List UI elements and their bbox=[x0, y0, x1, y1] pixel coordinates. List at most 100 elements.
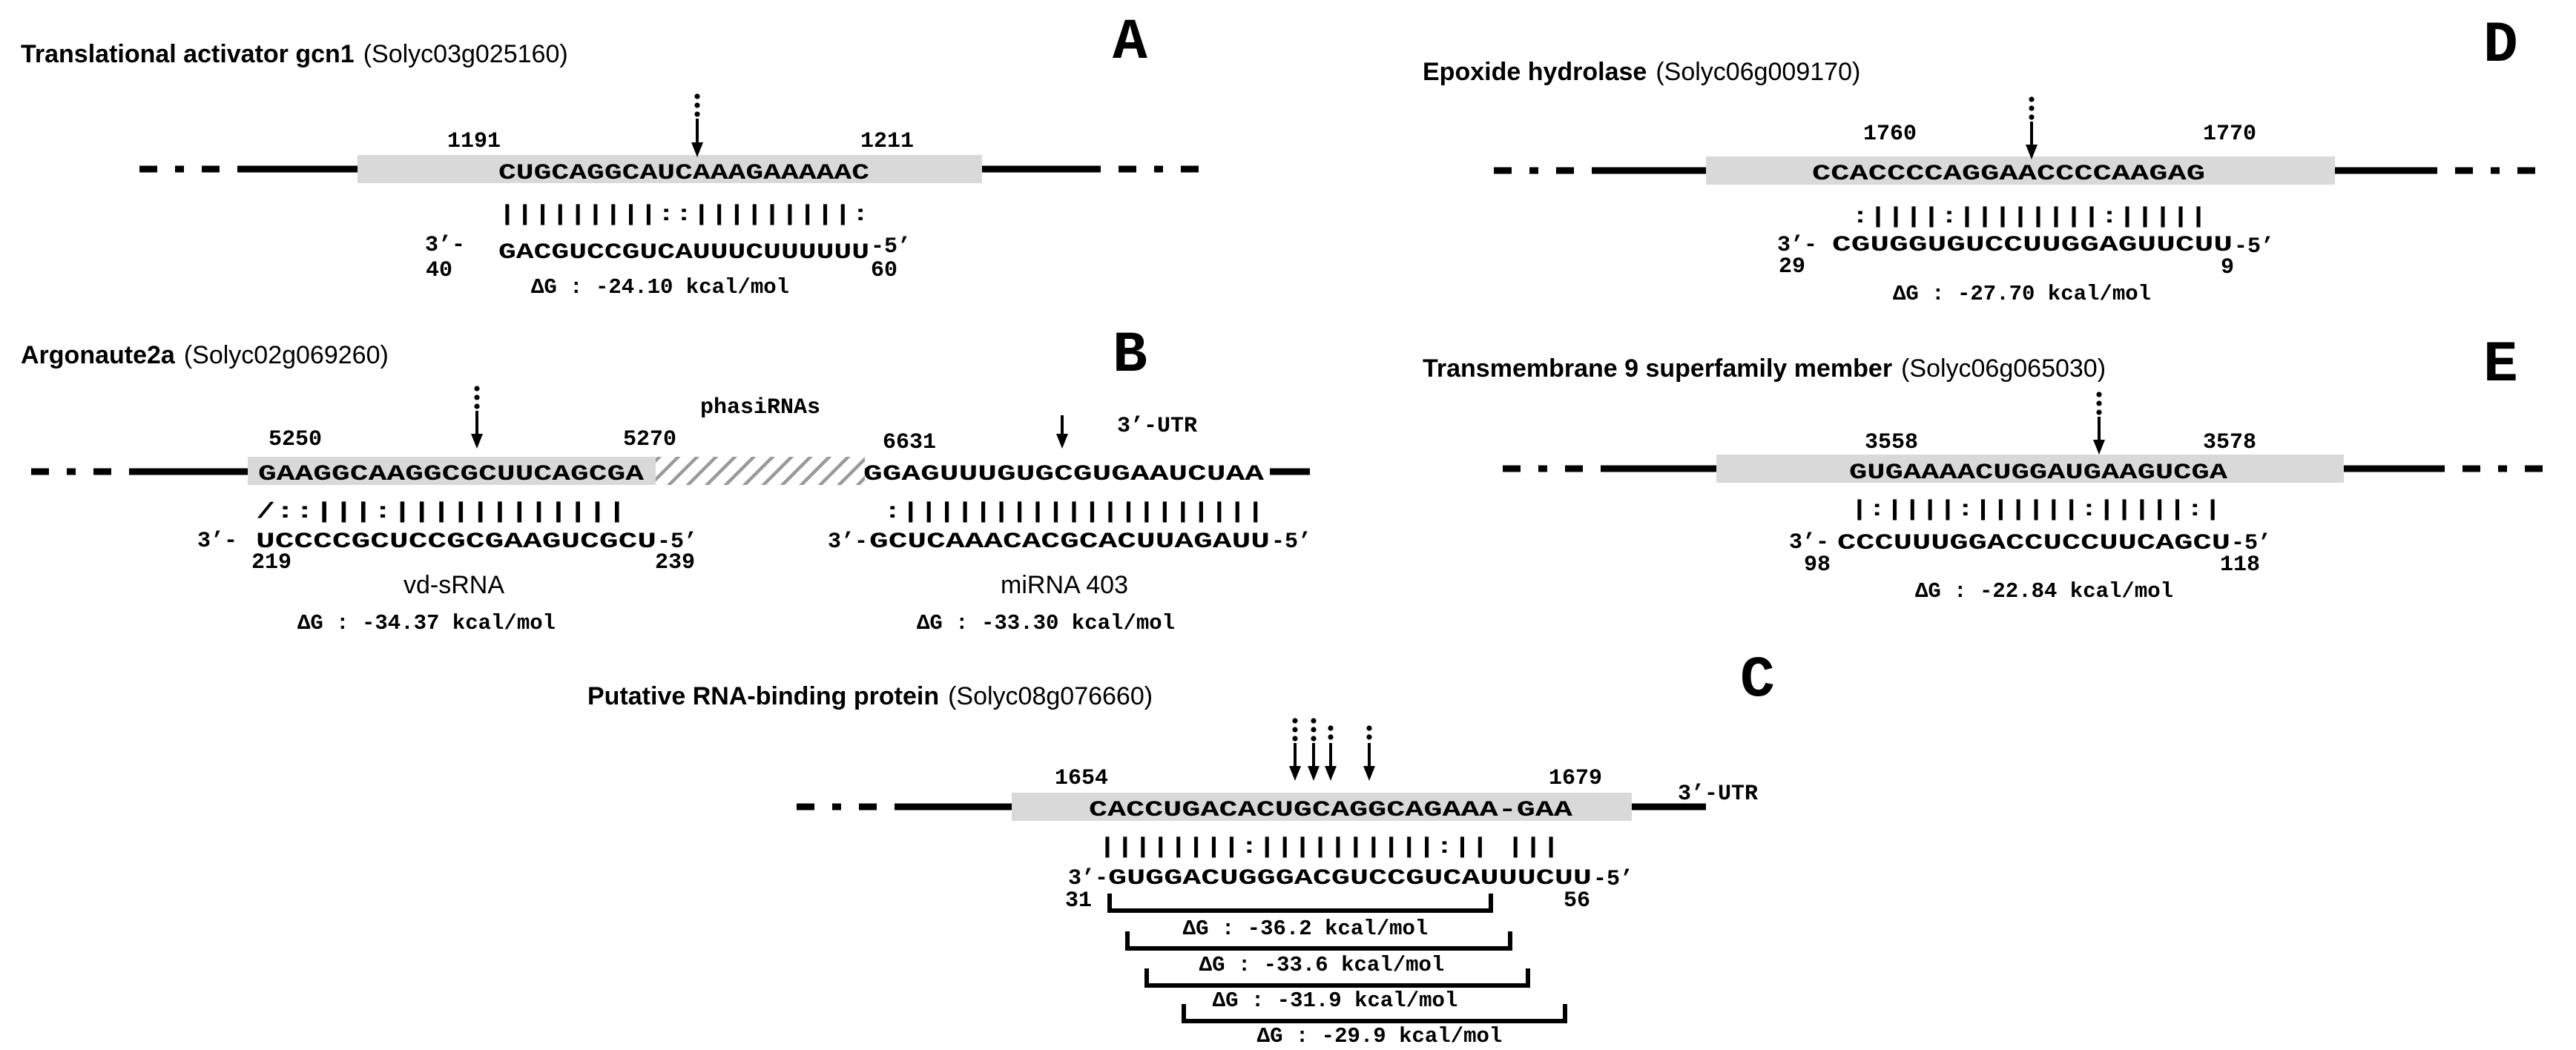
srna-start-pos-c: 31 bbox=[1065, 888, 1092, 914]
srna-5prime-label-c: -5’ bbox=[1593, 867, 1633, 892]
srna-5prime-label-b-right: -5’ bbox=[1271, 529, 1311, 555]
dg-bracket-c-3 bbox=[1144, 968, 1530, 988]
mrna-sequence-b-left: GAAGGCAAGGCGCUUCAGCGA bbox=[258, 462, 644, 487]
mrna-start-pos-d: 1760 bbox=[1863, 122, 1917, 147]
small-rna-sequence-e: CCCUUUGGACCUCCUUCAGCU bbox=[1837, 531, 2230, 556]
small-rna-sequence-b-right: GCUCAAACACGCACUUAGAUU bbox=[869, 529, 1270, 555]
srna-end-pos-a: 60 bbox=[871, 258, 897, 283]
mrna-start-pos-a: 1191 bbox=[447, 129, 501, 154]
phasirnas-label: phasiRNAs bbox=[700, 395, 820, 420]
base-pairing-b-left: /::|||:|||||||||||| bbox=[256, 500, 627, 525]
cleavage-arrow-e bbox=[2093, 392, 2105, 455]
gene-title-d: Epoxide hydrolase (Solyc06g009170) bbox=[1423, 58, 1860, 86]
panel-e: E Transmembrane 9 superfamily member (Sol… bbox=[1423, 333, 2543, 604]
gene-id-a: (Solyc03g025160) bbox=[363, 40, 568, 68]
base-pairing-e: |:||||:||||||:|||||:| bbox=[1851, 498, 2221, 523]
srna-end-pos-b-left: 239 bbox=[655, 550, 695, 575]
gene-id-e: (Solyc06g065030) bbox=[1901, 354, 2106, 383]
gene-name-d: Epoxide hydrolase bbox=[1423, 58, 1647, 86]
mrna-end-pos-a: 1211 bbox=[860, 129, 914, 154]
dg-brackets-c: ΔG : -36.2 kcal/mol ΔG : -33.6 kcal/mol … bbox=[1107, 894, 1567, 1049]
cleavage-arrow-d bbox=[2026, 96, 2038, 159]
delta-g-c-4: ΔG : -29.9 kcal/mol bbox=[1257, 1024, 1503, 1049]
mrna-sequence-c: CACCUGACACUGCAGGCAGAAA-GAA bbox=[1089, 798, 1572, 823]
gene-name-c: Putative RNA-binding protein bbox=[587, 682, 939, 710]
panel-letter-b: B bbox=[1113, 323, 1147, 389]
cleavage-arrow-a bbox=[691, 93, 703, 157]
base-pairing-d: :||||:||||||||:||||| bbox=[1851, 205, 2207, 230]
gene-title-b: Argonaute2a (Solyc02g069260) bbox=[21, 341, 389, 369]
srna-end-pos-c: 56 bbox=[1564, 888, 1590, 914]
small-rna-sequence-a: GACGUCCGUCAUUUCUUUUUU bbox=[498, 240, 869, 265]
base-pairing-b-right: :|||||||||||||||||||| bbox=[883, 500, 1265, 525]
target-site-box-c bbox=[1012, 793, 1632, 821]
delta-g-c-2: ΔG : -33.6 kcal/mol bbox=[1199, 953, 1445, 977]
srna-3prime-label-b-left: 3’- bbox=[197, 529, 237, 554]
mrna-start-pos-c: 1654 bbox=[1055, 766, 1108, 791]
cleavage-arrow-b-right bbox=[1056, 415, 1068, 449]
mrna-sequence-d: CCACCCCAGGAACCCCAAGAG bbox=[1812, 162, 2205, 187]
delta-g-b-left: ΔG : -34.37 kcal/mol bbox=[297, 611, 556, 635]
mrna-end-pos-b-left: 5270 bbox=[623, 427, 676, 452]
panel-a: A Translational activator gcn1 (Solyc03g0… bbox=[21, 10, 1199, 300]
transcript-d bbox=[1494, 156, 2535, 185]
srna-name-b-right: miRNA 403 bbox=[1001, 571, 1128, 599]
mrna-end-pos-c: 1679 bbox=[1549, 766, 1602, 791]
srna-start-pos-b-left: 219 bbox=[251, 550, 291, 575]
gene-id-d: (Solyc06g009170) bbox=[1656, 58, 1860, 86]
gene-title-a: Translational activator gcn1 (Solyc03g025… bbox=[21, 40, 568, 68]
transcript-c bbox=[797, 793, 1706, 821]
utr-label-c: 3’-UTR bbox=[1678, 782, 1758, 807]
panel-c: C Putative RNA-binding protein(Solyc08g0… bbox=[587, 648, 1775, 1049]
utr-label-b: 3’-UTR bbox=[1117, 414, 1197, 439]
small-rna-sequence-b-left: UCCCCGCUCCGCGAAGUCGCU bbox=[256, 529, 656, 555]
panel-letter-e: E bbox=[2483, 333, 2518, 398]
panel-letter-a: A bbox=[1113, 10, 1147, 76]
srna-end-pos-d: 9 bbox=[2221, 255, 2234, 280]
transcript-e bbox=[1503, 455, 2543, 483]
delta-g-e: ΔG : -22.84 kcal/mol bbox=[1915, 579, 2173, 604]
mrna-sequence-b-right: GGAGUUUGUGCGUGAAUCUAA bbox=[863, 462, 1264, 487]
srna-name-b-left: vd-sRNA bbox=[403, 571, 504, 599]
srna-3prime-label-d: 3’- bbox=[1777, 233, 1817, 258]
mrna-start-pos-b-right: 6631 bbox=[883, 430, 936, 455]
dg-bracket-c-1 bbox=[1107, 894, 1493, 913]
srna-3prime-label-e: 3’- bbox=[1789, 530, 1829, 555]
srna-5prime-label-d: -5’ bbox=[2234, 234, 2274, 260]
cleavage-arrow-b-left bbox=[471, 386, 483, 449]
srna-start-pos-d: 29 bbox=[1779, 254, 1805, 280]
phasirna-region bbox=[656, 457, 865, 485]
small-rna-sequence-d: CGUGGUGUCCUUGGAGUUCUU bbox=[1832, 233, 2233, 258]
dg-bracket-c-4 bbox=[1182, 1004, 1567, 1023]
srna-end-pos-e: 118 bbox=[2220, 552, 2260, 578]
panel-letter-d: D bbox=[2483, 13, 2518, 79]
base-pairing-a: |||||||||::|||||||||: bbox=[498, 202, 869, 228]
mrna-start-pos-b-left: 5250 bbox=[269, 427, 322, 452]
panel-d: D Epoxide hydrolase (Solyc06g009170) 1760… bbox=[1423, 13, 2535, 306]
delta-g-c-3: ΔG : -31.9 kcal/mol bbox=[1213, 988, 1458, 1013]
srna-start-pos-e: 98 bbox=[1804, 552, 1831, 578]
panel-b: B Argonaute2a(Solyc02g069260) phasiRNAs … bbox=[21, 323, 1311, 635]
cleavage-arrows-c bbox=[1289, 718, 1375, 781]
delta-g-b-right: ΔG : -33.30 kcal/mol bbox=[917, 611, 1175, 635]
gene-title-e: Transmembrane 9 superfamily member (Solyc… bbox=[1423, 354, 2106, 383]
gene-id-b: (Solyc02g069260) bbox=[184, 341, 389, 369]
srna-5prime-label-a: -5’ bbox=[871, 234, 911, 260]
transcript-b bbox=[31, 457, 1310, 485]
delta-g-d: ΔG : -27.70 kcal/mol bbox=[1893, 282, 2151, 306]
srna-start-pos-a: 40 bbox=[426, 258, 452, 283]
gene-name-a: Translational activator gcn1 bbox=[21, 40, 355, 68]
mrna-sequence-e: GUGAAAACUGGAUGAAGUCGA bbox=[1849, 460, 2227, 486]
mrna-end-pos-e: 3578 bbox=[2203, 430, 2256, 455]
mrna-start-pos-e: 3558 bbox=[1865, 430, 1918, 455]
target-site-box-b-vdsrna bbox=[248, 457, 656, 485]
gene-title-c: Putative RNA-binding protein(Solyc08g076… bbox=[587, 682, 1153, 710]
gene-name-b: Argonaute2a bbox=[21, 341, 176, 369]
srna-3prime-label-c: 3’- bbox=[1068, 866, 1108, 891]
gene-name-e: Transmembrane 9 superfamily member bbox=[1423, 354, 1892, 383]
transcript-a bbox=[139, 155, 1199, 183]
mrna-end-pos-d: 1770 bbox=[2203, 122, 2256, 147]
delta-g-c-1: ΔG : -36.2 kcal/mol bbox=[1183, 917, 1429, 941]
